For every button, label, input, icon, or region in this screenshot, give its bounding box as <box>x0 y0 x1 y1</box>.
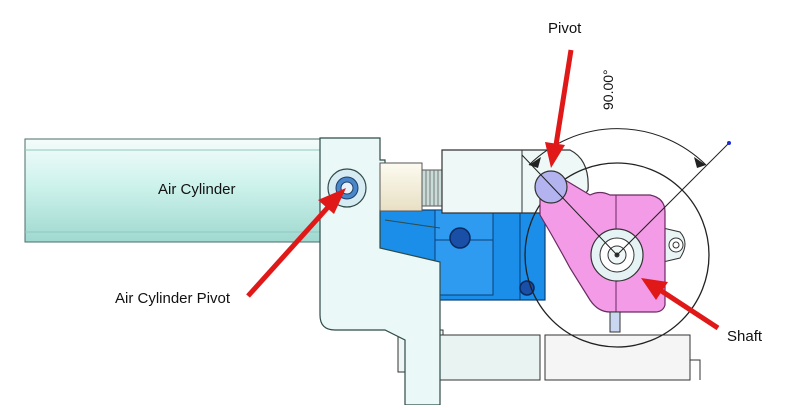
lower-bracket <box>397 329 701 381</box>
pivot-pin <box>534 170 568 204</box>
angle-dimension-label: 90.00° <box>600 69 616 110</box>
shaft-label: Shaft <box>727 328 763 345</box>
arrow-air-cylinder-pivot <box>246 188 346 298</box>
air-cylinder-pivot-label: Air Cylinder Pivot <box>115 290 231 307</box>
arrow-pivot <box>545 49 574 168</box>
air-cylinder-label: Air Cylinder <box>158 181 236 198</box>
pivot-label: Pivot <box>548 20 582 37</box>
right-flange <box>662 227 686 263</box>
rod-end <box>379 162 443 212</box>
rotation-circle <box>524 162 710 348</box>
arrow-shaft <box>641 278 720 331</box>
air-cylinder-body <box>24 138 321 243</box>
